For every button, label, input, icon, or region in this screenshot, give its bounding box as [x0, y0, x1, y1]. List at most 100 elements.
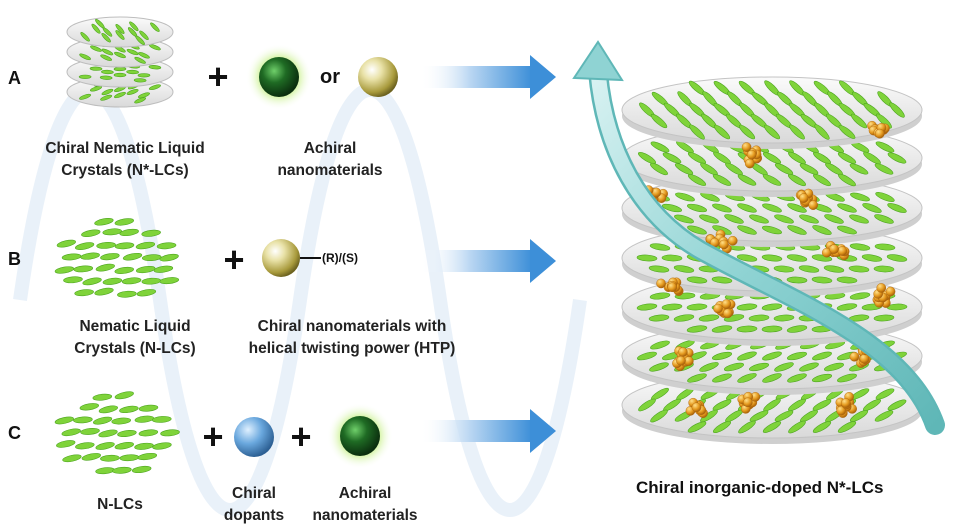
- achiral-nanoparticle-icon: [259, 57, 299, 97]
- lc-molecule: [100, 253, 120, 261]
- reaction-arrow-a: [420, 55, 556, 99]
- lc-molecule: [749, 214, 769, 224]
- reaction-arrow-c: [420, 409, 556, 453]
- lc-molecule: [636, 303, 658, 311]
- lc-molecule: [838, 125, 856, 139]
- lc-molecule: [737, 174, 757, 186]
- lc-molecule: [762, 421, 782, 433]
- lc-molecule: [638, 398, 656, 412]
- lc-molecule: [61, 253, 82, 261]
- lc-molecule: [133, 78, 147, 83]
- lc-molecule: [650, 141, 670, 153]
- lc-molecule: [686, 303, 708, 311]
- lc-molecule: [788, 151, 806, 165]
- lc-molecule: [115, 30, 125, 40]
- lc-molecule: [799, 362, 819, 372]
- lc-molecule: [837, 152, 857, 164]
- nanoparticle-cluster: [821, 240, 850, 261]
- lc-molecule: [812, 351, 832, 361]
- row-label-a: A: [8, 68, 21, 88]
- lc-molecule: [648, 265, 670, 273]
- lc-molecule: [712, 399, 732, 411]
- lc-molecule: [649, 362, 669, 372]
- gold-nanoparticle: [836, 405, 846, 416]
- lc-molecule: [837, 373, 857, 383]
- lc-molecule: [875, 141, 895, 153]
- lc-molecule: [836, 303, 858, 311]
- gold-nanoparticle: [874, 128, 885, 139]
- lc-molecule: [113, 66, 127, 72]
- lc-molecule: [887, 203, 907, 213]
- lc-molecule: [874, 163, 894, 175]
- lc-molecule: [811, 373, 833, 383]
- gold-nanoparticle: [656, 278, 666, 289]
- lc-molecule: [114, 51, 126, 59]
- lc-molecule: [886, 254, 908, 262]
- lc-molecule: [824, 362, 844, 372]
- lc-molecule: [159, 253, 179, 262]
- lc-molecule: [93, 416, 113, 425]
- lc-molecule: [78, 74, 92, 79]
- lc-molecule: [700, 192, 720, 202]
- lc-molecule: [848, 265, 870, 273]
- lc-molecule: [737, 351, 757, 361]
- lc-molecule: [80, 428, 100, 435]
- lc-molecule: [863, 151, 881, 165]
- lc-molecule: [138, 429, 159, 437]
- lc-molecule: [95, 263, 115, 272]
- lc-molecule: [99, 75, 113, 80]
- lc-molecule: [687, 225, 707, 235]
- lc-molecule: [874, 243, 896, 251]
- lc-molecule: [887, 152, 907, 164]
- lc-molecule: [687, 174, 707, 186]
- lc-molecule: [824, 214, 844, 224]
- lc-molecule: [838, 173, 856, 187]
- lc-molecule: [849, 410, 869, 422]
- lc-molecule: [689, 124, 705, 140]
- lc-molecule: [814, 124, 830, 140]
- lc-molecule: [98, 429, 118, 438]
- lc-molecule: [137, 92, 150, 99]
- lc-molecule: [798, 265, 820, 273]
- lc-molecule: [736, 254, 758, 262]
- gold-nanoparticle: [678, 347, 688, 357]
- lc-molecule: [788, 420, 806, 434]
- lc-molecule: [62, 454, 82, 463]
- lc-molecule: [160, 429, 180, 437]
- lc-molecule: [812, 225, 832, 235]
- host-caption-c: N-LCs: [97, 496, 143, 513]
- lc-molecule: [813, 151, 831, 165]
- gold-nanoparticle: [721, 299, 732, 309]
- lc-molecule: [812, 399, 832, 411]
- lc-molecule: [725, 162, 743, 176]
- lc-molecule: [762, 373, 782, 383]
- lc-molecule: [137, 73, 151, 78]
- lc-molecule: [889, 102, 905, 118]
- nanoparticle-cluster: [656, 277, 684, 296]
- lc-molecule: [159, 277, 180, 285]
- lc-molecule: [101, 69, 114, 75]
- lc-molecule: [119, 228, 139, 237]
- lc-molecule: [111, 417, 131, 425]
- lc-molecule: [699, 362, 719, 372]
- lc-molecule: [126, 89, 139, 95]
- lc-molecule: [748, 314, 770, 322]
- lc-molecule: [862, 398, 882, 412]
- lc-molecule: [686, 276, 708, 284]
- lc-molecule: [674, 214, 694, 224]
- lc-molecule: [650, 113, 668, 129]
- lc-molecule: [713, 124, 731, 140]
- lc-molecule: [82, 277, 102, 286]
- lc-molecule: [137, 452, 158, 461]
- lc-molecule: [724, 214, 744, 224]
- lc-molecule: [89, 66, 103, 71]
- lc-molecule: [674, 163, 694, 175]
- lc-molecule: [117, 290, 137, 298]
- lc-molecule: [636, 254, 658, 262]
